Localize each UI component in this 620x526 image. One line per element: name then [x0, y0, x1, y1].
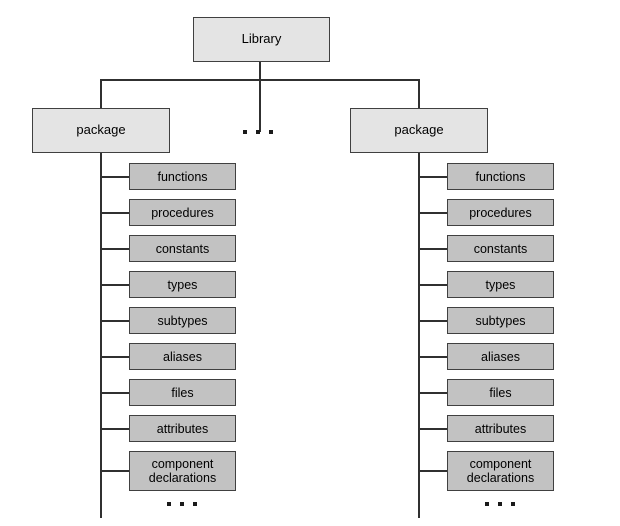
node-right-subtypes[interactable]: subtypes: [447, 307, 554, 334]
spine-right-package: [418, 153, 420, 518]
connector-bus-to-right-package: [418, 79, 420, 109]
node-left-functions-label: functions: [157, 169, 208, 184]
node-right-functions[interactable]: functions: [447, 163, 554, 190]
node-right-component-declarations[interactable]: component declarations: [447, 451, 554, 491]
stub-left-2: [100, 212, 129, 214]
stub-right-8: [418, 428, 447, 430]
stub-right-4: [418, 284, 447, 286]
node-package-right[interactable]: package: [350, 108, 488, 153]
spine-left-package: [100, 153, 102, 518]
node-left-types-label: types: [167, 277, 198, 292]
stub-left-3: [100, 248, 129, 250]
stub-left-8: [100, 428, 129, 430]
stub-right-6: [418, 356, 447, 358]
stub-left-6: [100, 356, 129, 358]
ellipsis-right-package-more: [485, 501, 515, 506]
node-right-types[interactable]: types: [447, 271, 554, 298]
node-right-procedures-label: procedures: [469, 205, 532, 220]
node-left-files-label: files: [171, 385, 194, 400]
node-left-component-declarations-line2: declarations: [148, 471, 217, 485]
stub-left-9: [100, 470, 129, 472]
stub-right-2: [418, 212, 447, 214]
connector-bus-to-left-package: [100, 79, 102, 109]
node-right-component-declarations-label: component declarations: [463, 457, 538, 485]
node-left-component-declarations-line1: component: [151, 457, 214, 471]
node-right-aliases-label: aliases: [481, 349, 520, 364]
node-left-constants-label: constants: [155, 241, 210, 256]
node-right-procedures[interactable]: procedures: [447, 199, 554, 226]
stub-right-5: [418, 320, 447, 322]
node-left-aliases-label: aliases: [163, 349, 202, 364]
node-library[interactable]: Library: [193, 17, 330, 62]
stub-left-7: [100, 392, 129, 394]
node-right-attributes[interactable]: attributes: [447, 415, 554, 442]
stub-right-7: [418, 392, 447, 394]
node-right-constants-label: constants: [473, 241, 528, 256]
node-left-subtypes-label: subtypes: [157, 313, 208, 328]
node-right-types-label: types: [485, 277, 516, 292]
node-left-procedures-label: procedures: [151, 205, 214, 220]
node-right-files-label: files: [489, 385, 512, 400]
node-left-procedures[interactable]: procedures: [129, 199, 236, 226]
ellipsis-left-package-more: [167, 501, 197, 506]
node-library-label: Library: [241, 31, 282, 47]
connector-root-stem: [259, 62, 261, 132]
stub-right-1: [418, 176, 447, 178]
node-right-constants[interactable]: constants: [447, 235, 554, 262]
node-right-files[interactable]: files: [447, 379, 554, 406]
connector-root-bus: [100, 79, 420, 81]
node-package-left[interactable]: package: [32, 108, 170, 153]
stub-right-9: [418, 470, 447, 472]
node-left-functions[interactable]: functions: [129, 163, 236, 190]
node-left-component-declarations[interactable]: component declarations: [129, 451, 236, 491]
node-package-left-label: package: [76, 122, 126, 138]
node-right-aliases[interactable]: aliases: [447, 343, 554, 370]
node-left-attributes[interactable]: attributes: [129, 415, 236, 442]
node-package-right-label: package: [394, 122, 444, 138]
node-right-component-declarations-line1: component: [469, 457, 532, 471]
node-right-functions-label: functions: [475, 169, 526, 184]
node-right-component-declarations-line2: declarations: [466, 471, 535, 485]
stub-left-1: [100, 176, 129, 178]
stub-right-3: [418, 248, 447, 250]
node-left-files[interactable]: files: [129, 379, 236, 406]
node-left-aliases[interactable]: aliases: [129, 343, 236, 370]
node-left-constants[interactable]: constants: [129, 235, 236, 262]
node-left-subtypes[interactable]: subtypes: [129, 307, 236, 334]
node-left-attributes-label: attributes: [156, 421, 209, 436]
stub-left-4: [100, 284, 129, 286]
node-left-types[interactable]: types: [129, 271, 236, 298]
node-left-component-declarations-label: component declarations: [145, 457, 220, 485]
stub-left-5: [100, 320, 129, 322]
node-right-subtypes-label: subtypes: [475, 313, 526, 328]
node-right-attributes-label: attributes: [474, 421, 527, 436]
ellipsis-between-packages: [243, 129, 273, 134]
